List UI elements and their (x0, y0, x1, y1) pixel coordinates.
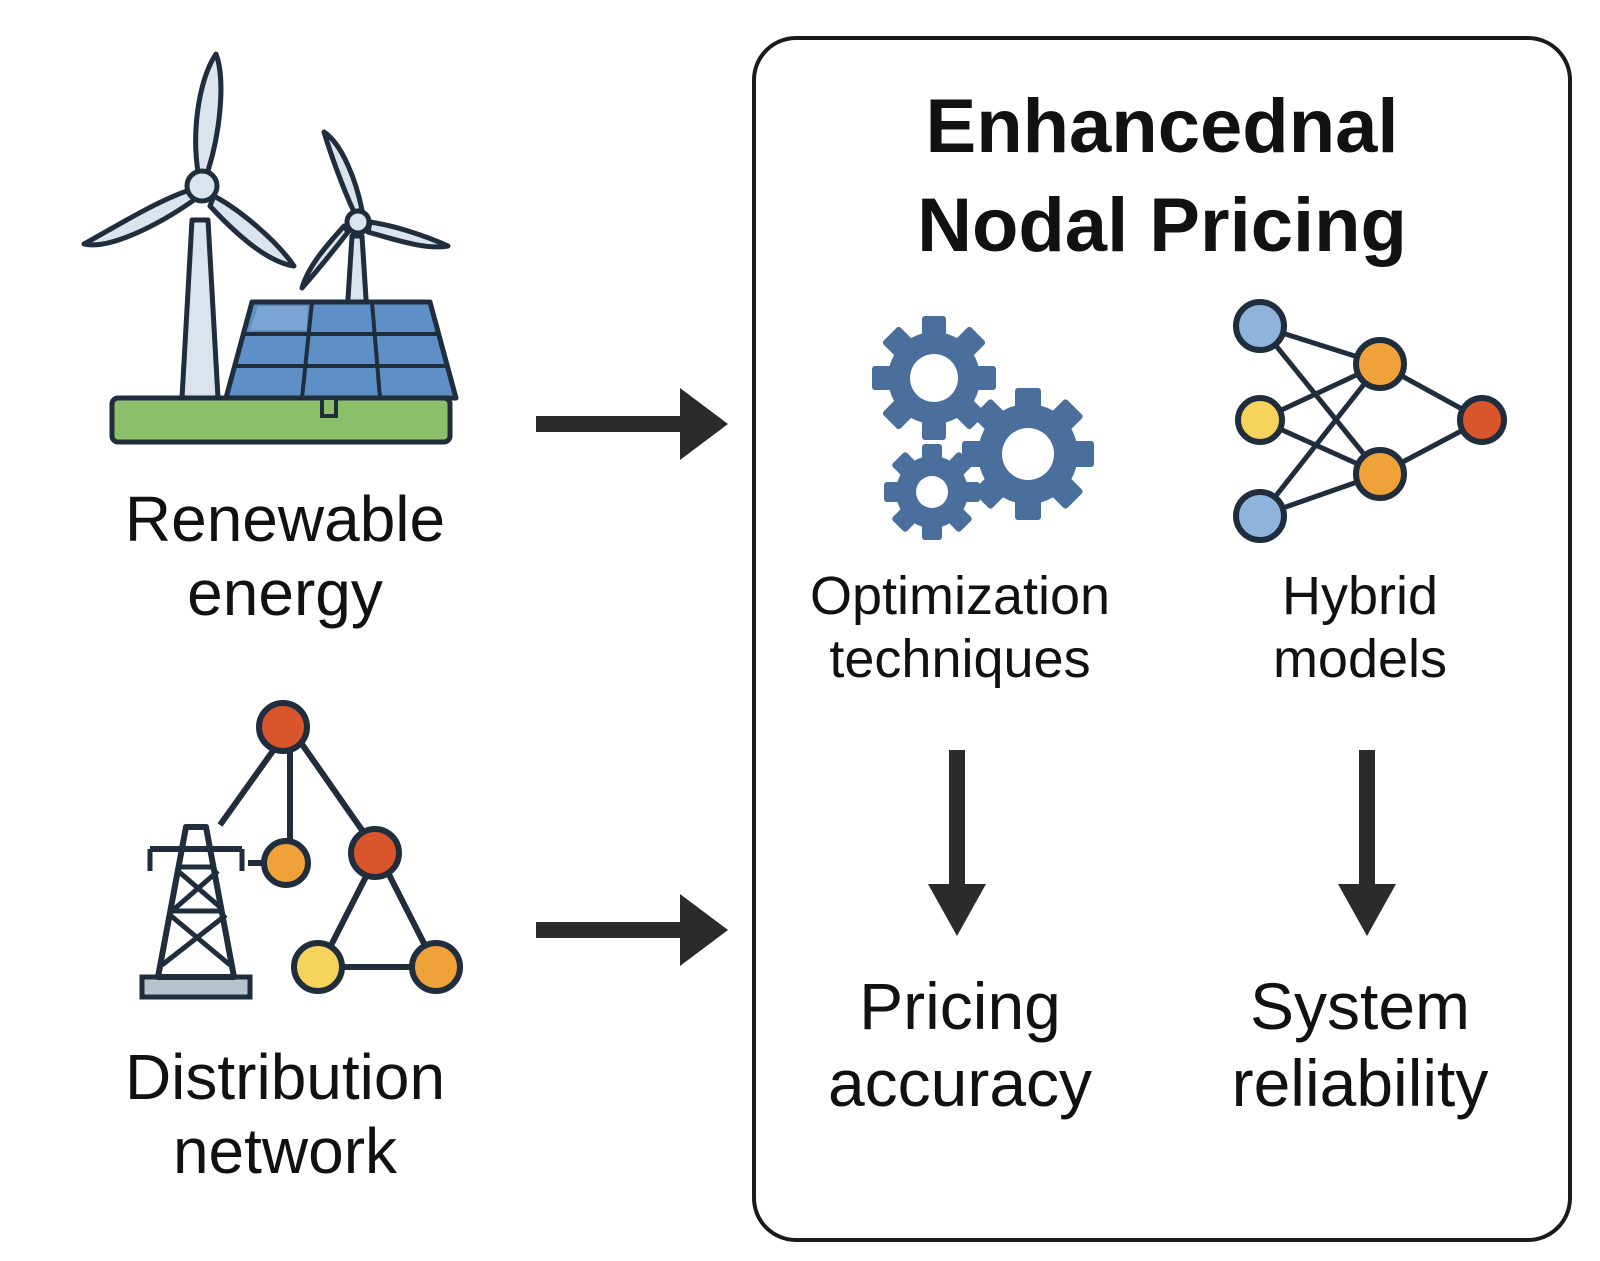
distribution-line2: network (172, 1115, 398, 1188)
transmission-network-icon (139, 700, 463, 1000)
reliability-line1: System (1249, 969, 1471, 1043)
wind-solar-icon (81, 51, 459, 445)
optimization-line2: techniques (829, 628, 1091, 689)
hybrid-label: Hybrid models (1200, 565, 1520, 690)
arrow-hybrid-to-reliability (1338, 750, 1396, 936)
reliability-line2: reliability (1231, 1045, 1489, 1120)
arrow-optimization-to-pricing-accuracy (928, 750, 986, 936)
system-reliability-label: System reliability (1180, 968, 1540, 1121)
optimization-label: Optimization techniques (770, 565, 1150, 690)
gears-icon (872, 316, 1094, 540)
pricing-line2: accuracy (827, 1045, 1093, 1120)
renewable-energy-label: Renewable energy (40, 482, 530, 630)
panel-title-line1: Enhancednal (925, 84, 1399, 169)
hybrid-line2: models (1272, 628, 1448, 689)
nodal-pricing-panel (752, 36, 1572, 1242)
arrow-distribution-to-pricing (536, 894, 728, 966)
optimization-line1: Optimization (809, 566, 1111, 626)
hybrid-line1: Hybrid (1281, 566, 1439, 626)
pricing-line1: Pricing (859, 969, 1061, 1043)
distribution-line1: Distribution (124, 1041, 446, 1113)
arrow-renewable-to-pricing (536, 388, 728, 460)
renewable-line1: Renewable (124, 483, 446, 555)
panel-title: Enhancednal Nodal Pricing (752, 78, 1572, 276)
renewable-line2: energy (187, 557, 383, 630)
neural-network-icon (1233, 299, 1507, 543)
distribution-network-label: Distribution network (40, 1040, 530, 1188)
panel-title-line2: Nodal Pricing (917, 182, 1407, 268)
pricing-accuracy-label: Pricing accuracy (770, 968, 1150, 1121)
